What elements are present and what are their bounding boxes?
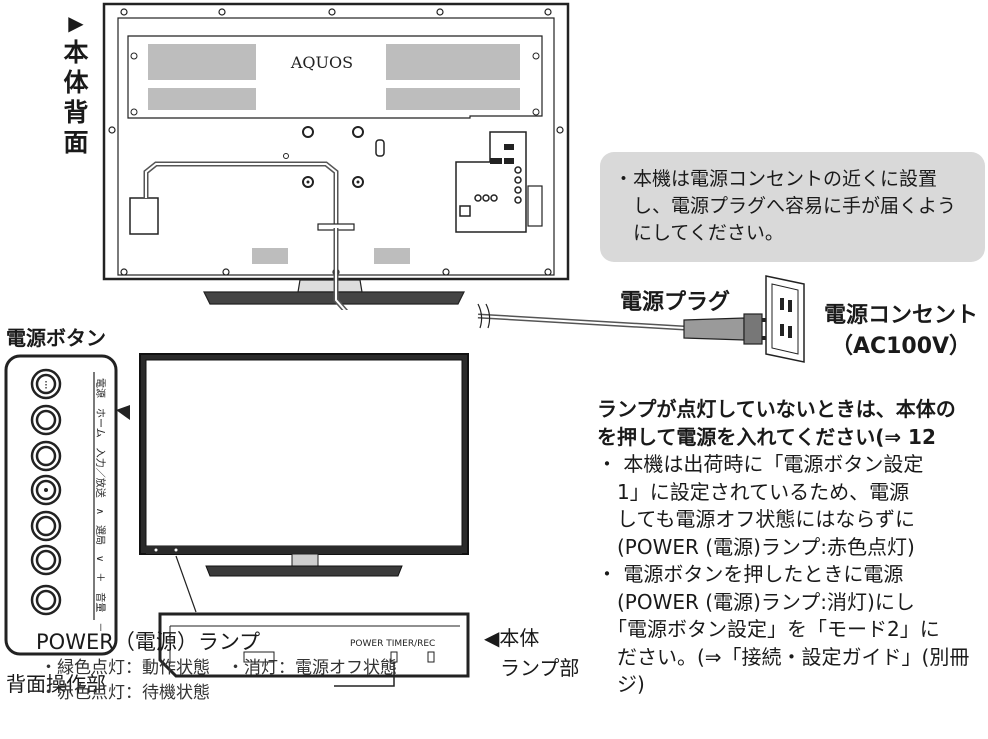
bullet-mode2: ・ 電源ボタンを押したときに電源 (POWER (電源)ランプ:消灯)にし 「電…: [597, 562, 970, 696]
power-plug-label: 電源プラグ: [620, 290, 731, 315]
rear-control-panel: ⁝ 電源 ホーム 入力／放送 ∧ 選局 ∨ ＋ 音量 －: [4, 354, 130, 656]
power-instructions: ランプが点灯していないときは、本体の を押して電源を入れてください(⇒ 12 ・…: [597, 396, 988, 699]
side-button-labels: 電源 ホーム 入力／放送 ∧ 選局 ∨ ＋ 音量 －: [94, 378, 107, 632]
tv-front-illustration: POWER TIMER/REC: [139, 353, 470, 687]
aquos-logo: AQUOS: [290, 53, 353, 72]
power-cord-illustration: [477, 275, 805, 363]
power-lamp-title: POWER（電源）ランプ: [36, 630, 261, 654]
lamp-area-label-1: ◀本体: [484, 626, 540, 650]
outlet-label: 電源コンセント （AC100V）: [823, 303, 978, 359]
power-button-label: 電源ボタン: [6, 326, 106, 350]
rear-panel-label: 背面操作部: [6, 672, 106, 696]
front-panel-text: POWER TIMER/REC: [350, 639, 435, 649]
section-title-rear: ▶ 本 体 背 面: [63, 11, 89, 157]
bullet-mode1: ・ 本機は出荷時に「電源ボタン設定 1」に設定されているため、電源 しても電源オ…: [597, 452, 924, 559]
installation-note: ・本機は電源コンセントの近くに設置 し、電源プラグへ容易に手が届くよう にしてく…: [600, 152, 985, 262]
lamp-legend: ・緑色点灯：動作状態 ・消灯：電源オフ状態 ・赤色点灯：待機状態: [40, 658, 397, 703]
lamp-area-label-2: ランプ部: [500, 656, 580, 680]
svg-text:⁝: ⁝: [44, 378, 48, 392]
tv-rear-illustration: AQUOS: [102, 2, 570, 310]
